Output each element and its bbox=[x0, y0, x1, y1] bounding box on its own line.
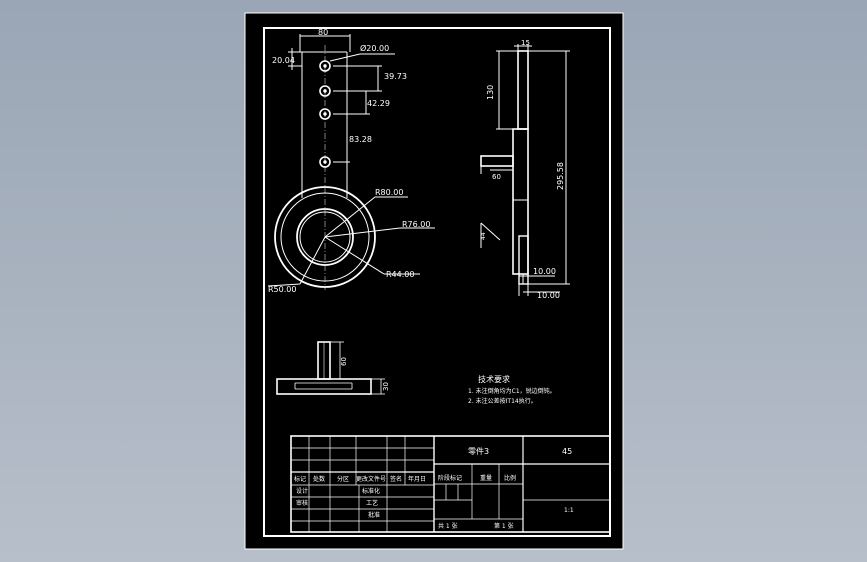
process-label: 工艺 bbox=[366, 499, 378, 507]
header-change-doc: 更改文件号 bbox=[356, 475, 386, 483]
dim-hole-dia: Ø20.00 bbox=[360, 43, 389, 53]
dim-width-top: 80 bbox=[318, 28, 328, 37]
dim-r-mid: R76.00 bbox=[402, 220, 430, 229]
dim-offset-top: 20.04 bbox=[272, 56, 295, 65]
dim-d2: 42.29 bbox=[367, 99, 390, 108]
dim-side-total: 295.58 bbox=[556, 162, 565, 190]
header-mark: 标记 bbox=[294, 475, 306, 483]
stage-mark: 阶段标记 bbox=[438, 474, 462, 482]
dim-d1: 39.73 bbox=[384, 72, 407, 81]
side-view bbox=[480, 44, 570, 296]
front-view bbox=[267, 34, 435, 290]
sheet-inner-border bbox=[263, 27, 611, 537]
front-view-dimensions: 80 20.04 Ø20.00 39.73 42.29 83.28 R80.00… bbox=[268, 28, 430, 294]
material: 45 bbox=[562, 447, 572, 456]
title-block bbox=[290, 435, 611, 533]
dim-side-angle: 44 bbox=[480, 232, 487, 240]
notes-line-1: 1. 未注倒角均为C1，锐边倒钝。 bbox=[468, 387, 556, 395]
weight-label: 重量 bbox=[480, 474, 492, 482]
technical-notes: 技术要求 1. 未注倒角均为C1，锐边倒钝。 2. 未注公差按IT14执行。 bbox=[468, 374, 556, 405]
dim-side-top: 15 bbox=[521, 39, 530, 47]
bottom-view bbox=[276, 341, 385, 395]
header-count: 处数 bbox=[313, 475, 325, 483]
notes-line-2: 2. 未注公差按IT14执行。 bbox=[468, 397, 537, 405]
standardize-label: 标准化 bbox=[362, 487, 380, 495]
dim-bottom-height: 60 bbox=[340, 357, 348, 366]
dim-side-pin: 60 bbox=[492, 173, 501, 181]
dim-d3: 83.28 bbox=[349, 135, 372, 144]
approve-label: 批准 bbox=[368, 511, 380, 519]
dim-r-outer: R80.00 bbox=[375, 188, 403, 197]
check-label: 审核 bbox=[296, 499, 308, 507]
dim-side-bot1: 10.00 bbox=[533, 267, 556, 276]
dim-bottom-width: 30 bbox=[382, 382, 390, 391]
header-zone: 分区 bbox=[337, 475, 349, 483]
scale-label: 比例 bbox=[504, 474, 516, 482]
side-view-dimensions: 15 130 295.58 60 44 10.00 10.00 bbox=[480, 39, 565, 300]
sheet-number: 第 1 张 bbox=[494, 522, 514, 530]
part-name: 零件3 bbox=[468, 446, 489, 456]
header-signature: 签名 bbox=[390, 475, 402, 483]
scale-value: 1:1 bbox=[564, 507, 574, 514]
dim-side-height: 130 bbox=[486, 85, 495, 100]
header-date: 年月日 bbox=[408, 475, 426, 483]
dim-r-inner: R44.00 bbox=[386, 270, 414, 279]
bottom-view-dimensions: 60 30 bbox=[340, 357, 390, 391]
notes-title: 技术要求 bbox=[478, 374, 510, 384]
dim-side-bot2: 10.00 bbox=[537, 291, 560, 300]
dim-r-ring: R50.00 bbox=[268, 285, 296, 294]
total-sheets: 共 1 张 bbox=[438, 522, 458, 530]
design-label: 设计 bbox=[296, 487, 308, 495]
title-block-text: 零件3 45 标记 处数 分区 更改文件号 签名 年月日 阶段标记 重量 比例 … bbox=[294, 446, 574, 530]
